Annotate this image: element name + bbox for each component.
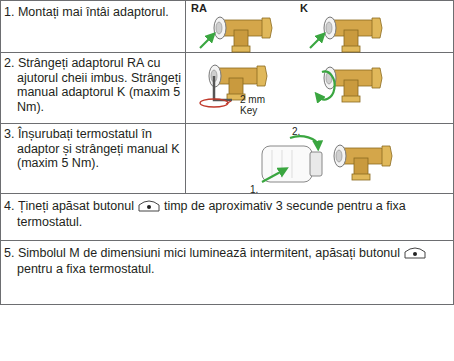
step-text: pentru a fixa termostatul. (17, 262, 155, 276)
dimension-label: Key (240, 105, 257, 116)
step-text: 5. Simbolul M de dimensiuni mici luminea… (4, 245, 448, 277)
step-text: 1. Montați mai întâi adaptorul. (4, 5, 182, 20)
callout-number: 1. (250, 184, 258, 195)
button-icon (137, 198, 161, 213)
instruction-cell: 2. Strângeți adaptorul RA cu ajutorul ch… (4, 56, 182, 121)
step-label: RA (191, 3, 207, 14)
step-text: 2. Strângeți adaptorul RA cu ajutorul ch… (4, 56, 182, 114)
dimension-label: 2 mm (240, 94, 265, 105)
step-text: 3. Înșurubați termostatul în adaptor și … (4, 127, 182, 171)
step-text: 4. Țineți apăsat butonultimp de aproxima… (4, 198, 448, 230)
instruction-cell: 1. Montați mai întâi adaptorul. (4, 5, 182, 50)
step-text: 4. Țineți apăsat butonul (4, 199, 134, 213)
instruction-cell: 4. Țineți apăsat butonultimp de aproxima… (4, 198, 448, 238)
step-label: K (300, 3, 308, 14)
instruction-cell: 5. Simbolul M de dimensiuni mici luminea… (4, 245, 448, 303)
button-icon (403, 245, 427, 260)
step-text: 5. Simbolul M de dimensiuni mici luminea… (4, 246, 400, 260)
callout-number: 2. (292, 126, 300, 137)
instruction-cell: 3. Înșurubați termostatul în adaptor și … (4, 127, 182, 191)
